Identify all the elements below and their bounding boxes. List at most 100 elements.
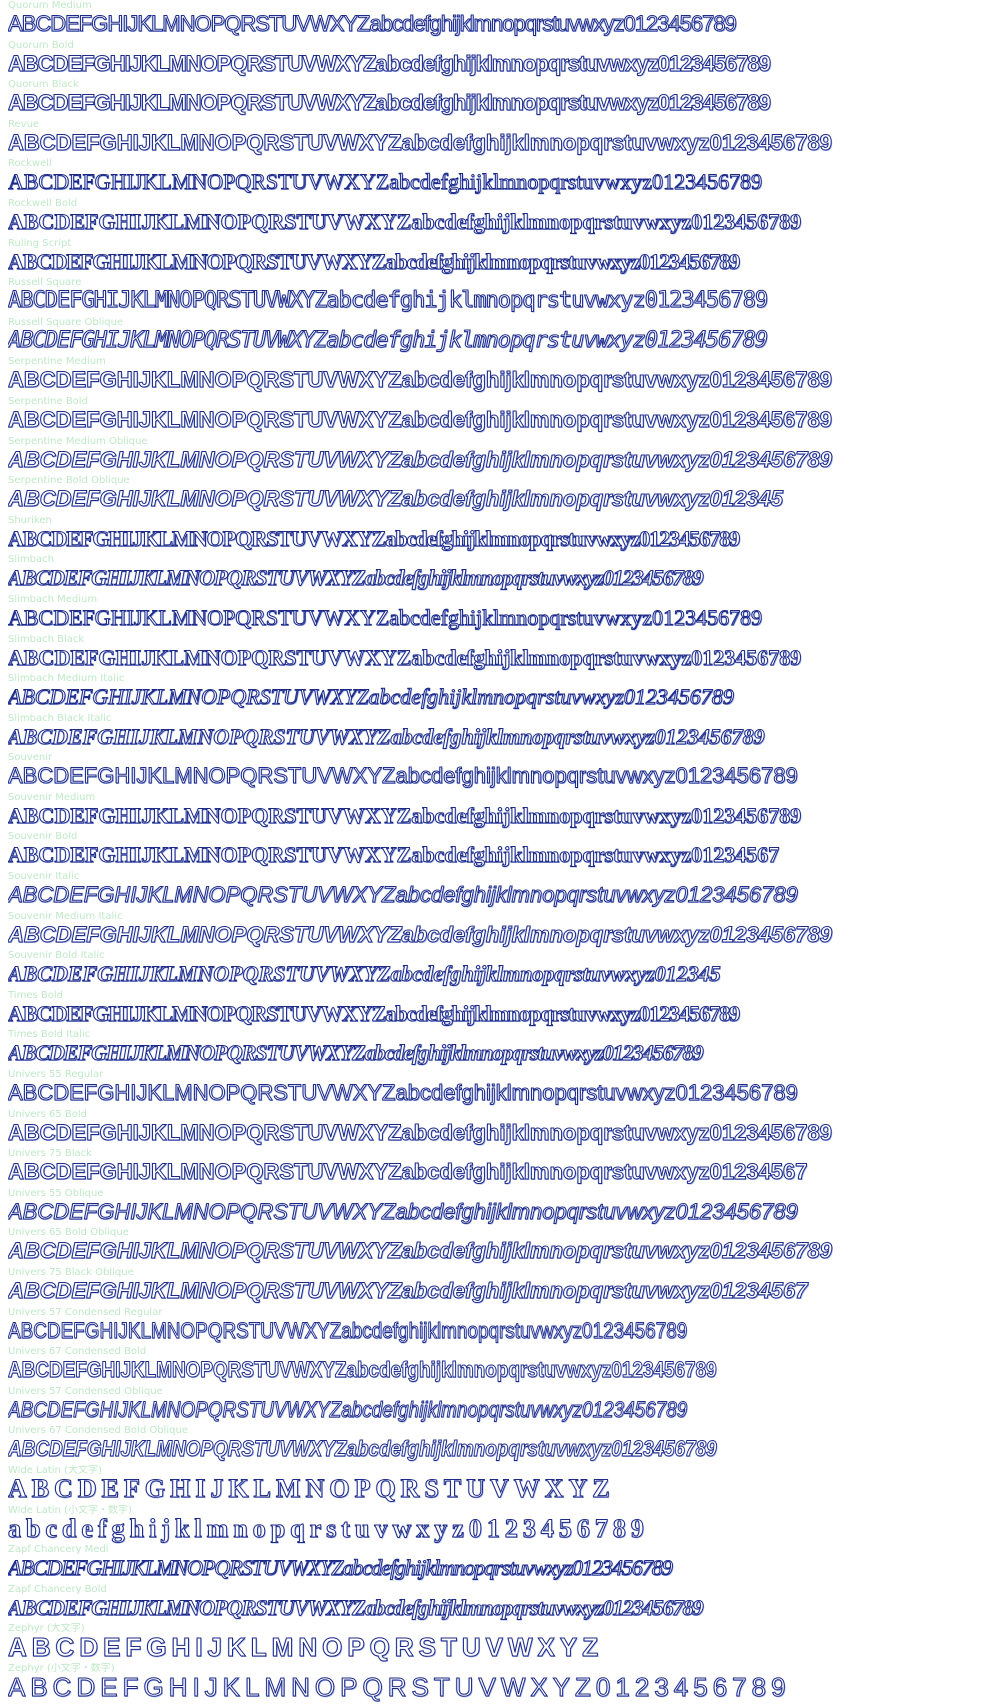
- font-sample-text: ABCDEFGHIJKLMNOPQRSTUVWXYZabcdefghijklmn…: [8, 169, 763, 195]
- font-sample-text: ABCDEFGHIJKLMNOPQRSTUVWXYZabcdefghijklmn…: [8, 1238, 832, 1264]
- font-name-label: Quorum Black: [8, 79, 79, 91]
- font-name-label: Univers 65 Bold: [8, 1108, 88, 1120]
- font-name-label: Slimbach Black Italic: [8, 712, 112, 724]
- font-sample-text: ABCDEFGHIJKLMNOPQRSTUVWXYZabcdefghijklmn…: [8, 684, 734, 710]
- font-specimen-row: Zephyr (小文字・数字)ABCDEFGHIJKLMNOPQRSTUVWXY…: [8, 1663, 990, 1703]
- font-name-label: Univers 75 Black: [8, 1148, 92, 1160]
- font-sample-text: ABCDEFGHIJKLMNOPQRSTUVWXYZabcdefghijklmn…: [8, 1040, 704, 1066]
- font-sample-text: ABCDEFGHIJKLMNOPQRSTUVWXYZabcdefghijklmn…: [8, 1436, 717, 1462]
- font-name-label: Univers 57 Condensed Regular: [8, 1306, 163, 1318]
- font-sample-text: ABCDEFGHIJKLMNOPQRSTUVWXYZabcdefghijklmn…: [8, 525, 741, 551]
- font-sample-text: ABCDEFGHIJKLMNOPQRSTUVWXYZ0123456789: [8, 1671, 791, 1702]
- font-name-label: Slimbach: [8, 554, 54, 566]
- font-name-label: Zapf Chancery Bold: [8, 1583, 107, 1595]
- font-name-label: Univers 57 Condensed Oblique: [8, 1385, 163, 1397]
- font-sample-text: ABCDEFGHIJKLMNOPQRSTUVWXYZabcdefghijklmn…: [8, 1396, 688, 1422]
- font-sample-text: ABCDEFGHIJKLMNOPQRSTUVWXYZabcdefghijklmn…: [8, 1080, 798, 1106]
- font-sample-text: ABCDEFGHIJKLMNOPQRSTUVWXYZabcdefghijklmn…: [8, 50, 771, 76]
- font-name-label: Univers 75 Black Oblique: [8, 1267, 134, 1278]
- font-name-label: Souvenir Bold Italic: [8, 950, 105, 962]
- font-name-label: Zephyr (大文字): [8, 1623, 85, 1635]
- font-name-label: Times Bold Italic: [8, 1029, 91, 1041]
- font-name-label: Univers 67 Condensed Bold: [8, 1346, 147, 1358]
- font-sample-text: ABCDEFGHIJKLMNOPQRSTUVWXYZabcdefghijklmn…: [8, 327, 769, 353]
- font-sample-text: ABCDEFGHIJKLMNOPQRSTUVWXYZ: [8, 1473, 615, 1503]
- font-name-label: Times Bold: [8, 989, 63, 1001]
- font-sample-text: ABCDEFGHIJKLMNOPQRSTUVWXYZabcdefghijklmn…: [8, 129, 832, 155]
- font-sample-text: ABCDEFGHIJKLMNOPQRSTUVWXYZabcdefghijklmn…: [8, 802, 802, 828]
- font-name-label: Souvenir Medium Italic: [8, 910, 123, 922]
- font-sample-text: ABCDEFGHIJKLMNOPQRSTUVWXYZabcdefghijklmn…: [8, 1119, 832, 1145]
- font-name-label: Serpentine Medium: [8, 356, 106, 368]
- font-name-label: Souvenir Bold: [8, 831, 78, 843]
- font-sample-text: ABCDEFGHIJKLMNOPQRSTUVWXYZabcdefghijklmn…: [8, 604, 763, 630]
- font-sample-text: ABCDEFGHIJKLMNOPQRSTUVWXYZabcdefghijklmn…: [8, 1278, 808, 1304]
- font-name-label: Slimbach Medium Italic: [8, 673, 125, 685]
- font-name-label: Shuriken: [8, 514, 52, 526]
- font-sample-text: ABCDEFGHIJKLMNOPQRSTUVWXYZabcdefghijklmn…: [8, 1317, 688, 1343]
- font-sample-text: ABCDEFGHIJKLMNOPQRSTUVWXYZabcdefghijklmn…: [8, 1555, 673, 1581]
- font-name-label: Wide Latin (小文字・数字): [8, 1504, 132, 1516]
- font-specimen-row: Wide Latin (小文字・数字)abcdefghijklmnopqrstu…: [8, 1505, 990, 1545]
- font-name-label: Serpentine Bold Oblique: [8, 475, 130, 487]
- font-sample-text: ABCDEFGHIJKLMNOPQRSTUVWXYZabcdefghijklmn…: [8, 723, 765, 749]
- font-sample-text: ABCDEFGHIJKLMNOPQRSTUVWXYZabcdefghijklmn…: [8, 208, 802, 234]
- font-name-label: Revue: [8, 118, 40, 130]
- font-sample-text: ABCDEFGHIJKLMNOPQRSTUVWXYZabcdefghijklmn…: [8, 882, 798, 908]
- font-sample-text: ABCDEFGHIJKLMNOPQRSTUVWXYZabcdefghijklmn…: [8, 446, 832, 472]
- font-name-label: Souvenir Italic: [8, 871, 80, 883]
- font-sample-text: ABCDEFGHIJKLMNOPQRSTUVWXYZabcdefghijklmn…: [8, 90, 771, 116]
- font-name-label: Rockwell Bold: [8, 197, 78, 209]
- font-name-label: Rockwell: [8, 158, 52, 170]
- font-sample-text: ABCDEFGHIJKLMNOPQRSTUVWXYZabcdefghijklmn…: [8, 1000, 741, 1026]
- font-sample-text: ABCDEFGHIJKLMNOPQRSTUVWXYZ: [8, 1632, 604, 1663]
- font-sample-text: ABCDEFGHIJKLMNOPQRSTUVWXYZabcdefghijklmn…: [8, 486, 784, 512]
- font-name-label: Slimbach Black: [8, 633, 85, 645]
- font-sample-text: ABCDEFGHIJKLMNOPQRSTUVWXYZabcdefghijklmn…: [8, 406, 832, 432]
- font-sample-text: ABCDEFGHIJKLMNOPQRSTUVWXYZabcdefghijklmn…: [8, 644, 802, 670]
- font-name-label: Ruling Script: [8, 237, 72, 249]
- font-name-label: Univers 55 Regular: [8, 1069, 104, 1081]
- font-sample-text: ABCDEFGHIJKLMNOPQRSTUVWXYZabcdefghijklmn…: [8, 842, 780, 868]
- font-name-label: Quorum Medium: [8, 0, 92, 11]
- font-sample-text: abcdefghijklmnopqrstuvwxyz0123456789: [8, 1513, 649, 1543]
- font-sample-text: ABCDEFGHIJKLMNOPQRSTUVWXYZabcdefghijklmn…: [8, 1198, 798, 1224]
- font-name-label: Souvenir: [8, 752, 53, 764]
- font-name-label: Univers 67 Condensed Bold Oblique: [8, 1425, 188, 1437]
- font-name-label: Univers 65 Bold Oblique: [8, 1227, 129, 1239]
- font-sample-text: ABCDEFGHIJKLMNOPQRSTUVWXYZabcdefghijklmn…: [8, 1357, 717, 1383]
- font-sample-text: ABCDEFGHIJKLMNOPQRSTUVWXYZabcdefghijklmn…: [8, 961, 721, 987]
